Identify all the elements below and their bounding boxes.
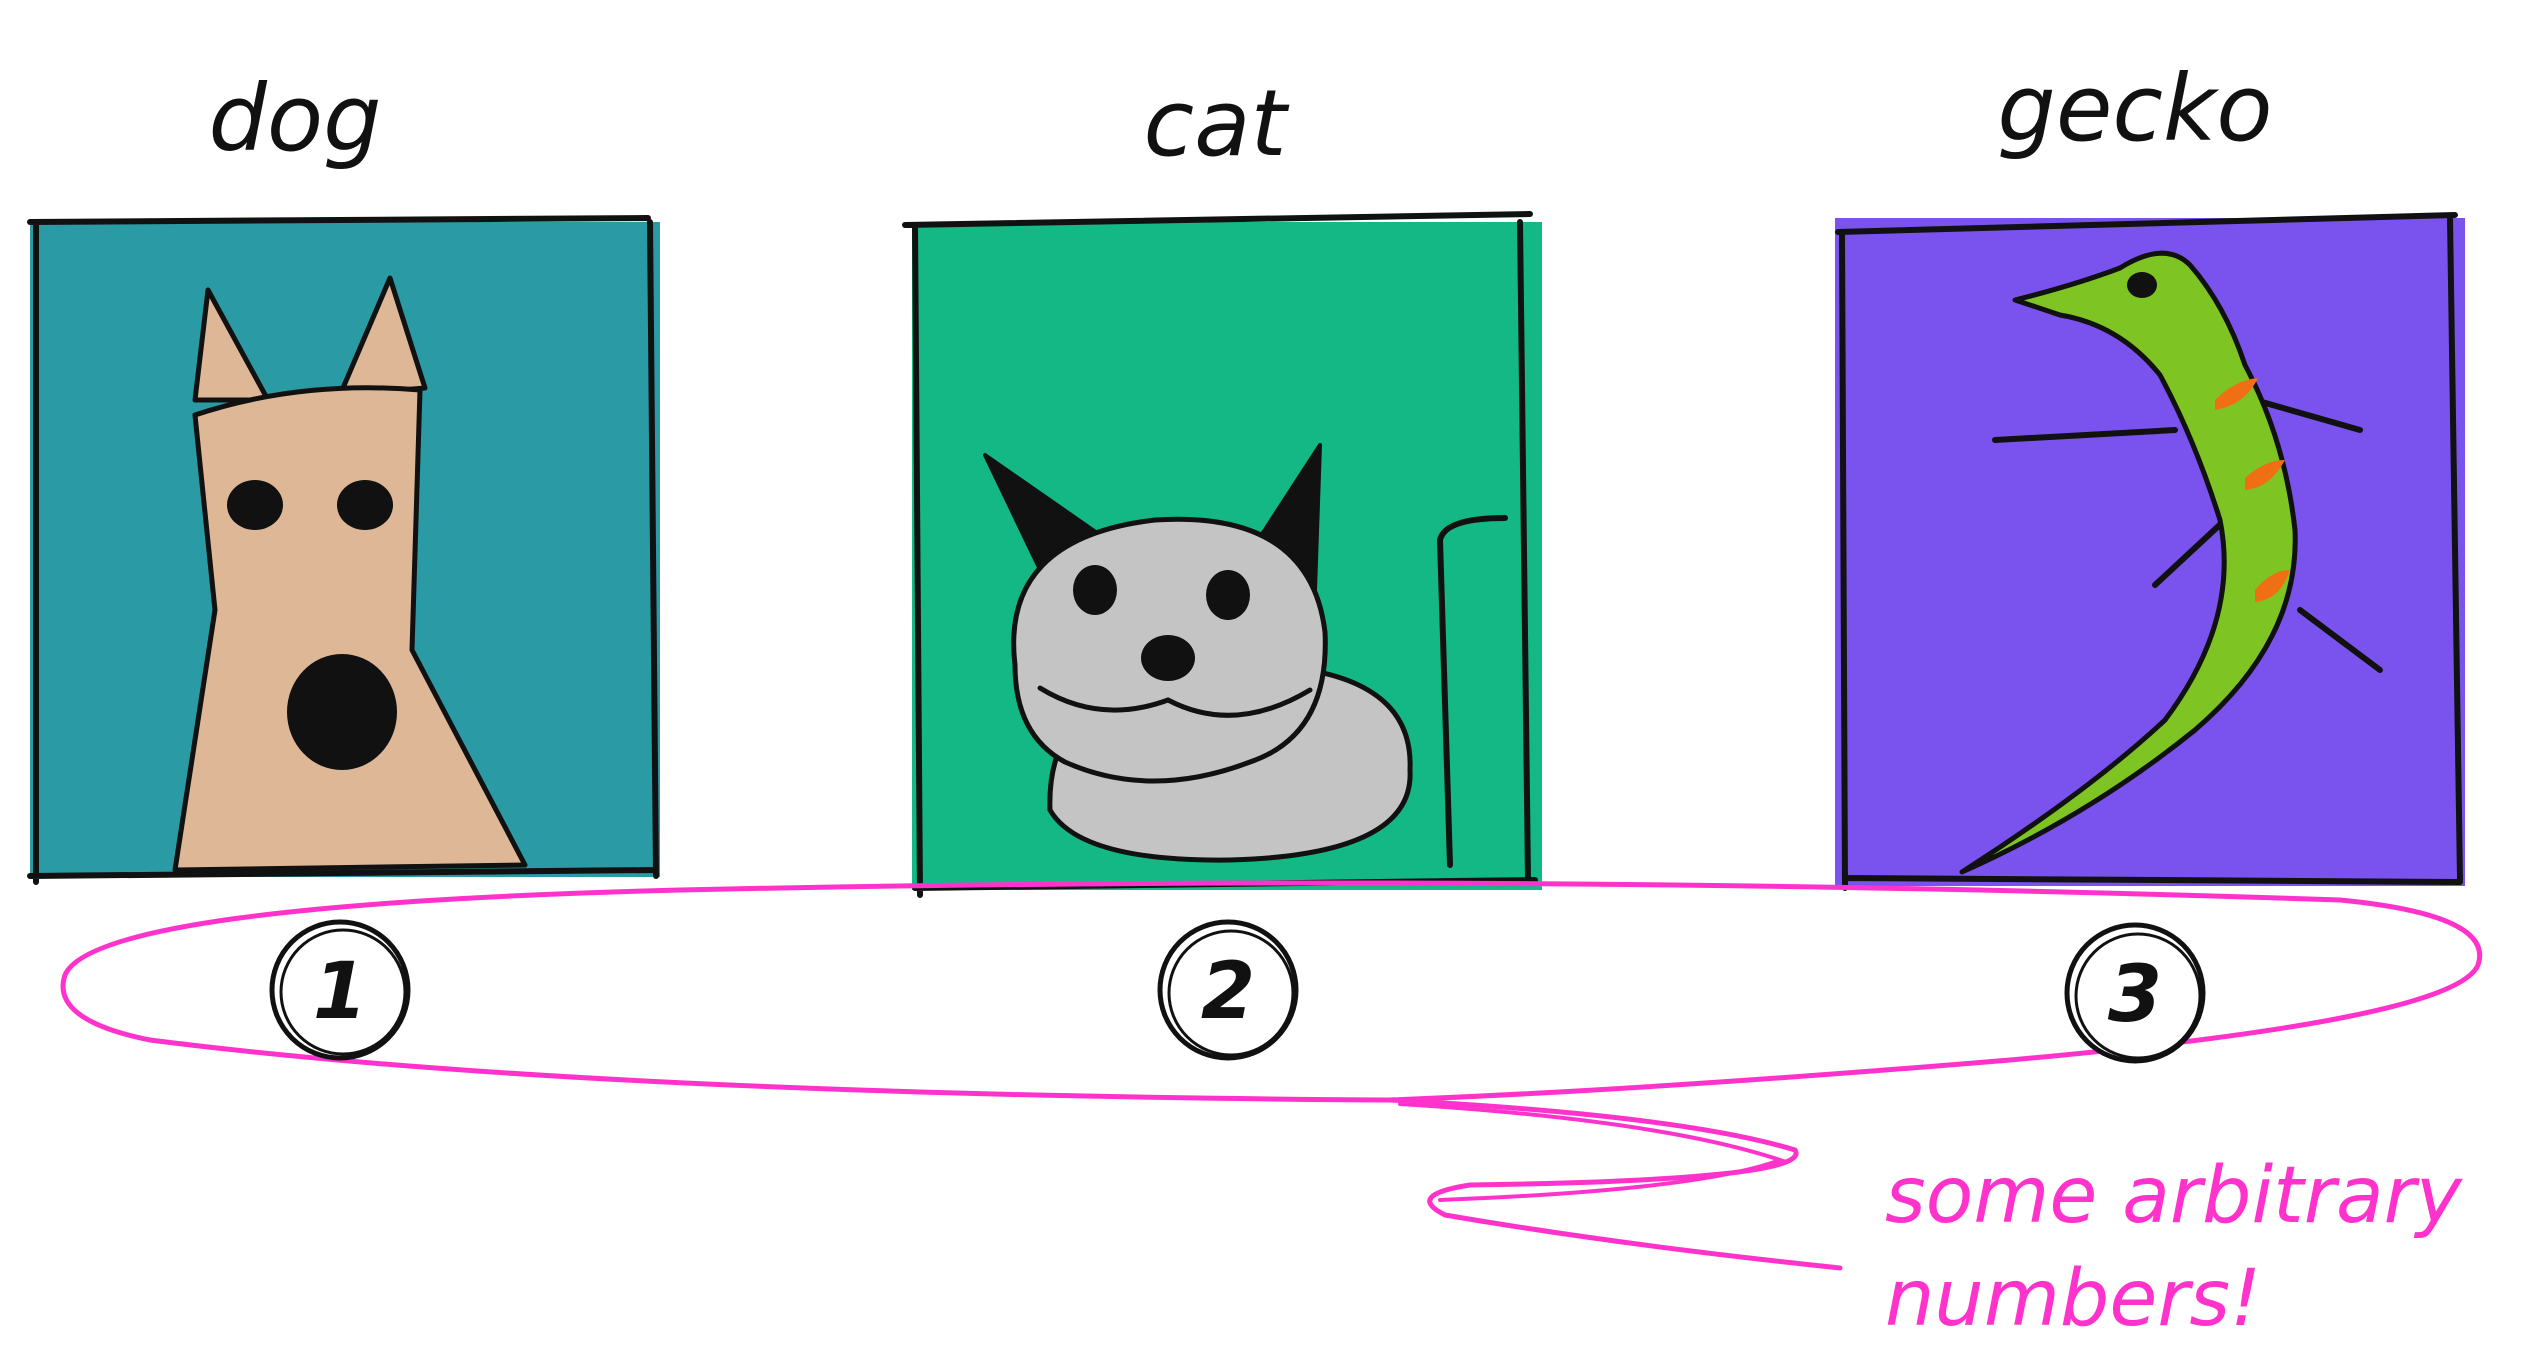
cat-icon <box>983 443 1508 868</box>
label-gecko: gecko <box>1997 55 2272 162</box>
number-3: 3 <box>2108 950 2162 1040</box>
annotation-loop <box>60 880 2483 1271</box>
dog-icon <box>172 275 528 873</box>
label-dog: dog <box>208 65 381 172</box>
annotation-text-line-1: some arbitrary <box>1885 1151 2464 1241</box>
number-badge-2: 2 <box>1157 919 1299 1061</box>
number-badge-3: 3 <box>2064 922 2206 1064</box>
number-1: 1 <box>313 947 367 1037</box>
number-2: 2 <box>1201 947 1255 1037</box>
annotation-text-line-2: numbers! <box>1885 1254 2261 1344</box>
label-cat: cat <box>1143 70 1289 177</box>
gecko-icon <box>1959 250 2383 875</box>
gecko-panel <box>1835 212 2465 891</box>
number-badge-1: 1 <box>269 919 411 1061</box>
dog-panel <box>27 215 660 885</box>
cat-panel <box>902 211 1542 898</box>
